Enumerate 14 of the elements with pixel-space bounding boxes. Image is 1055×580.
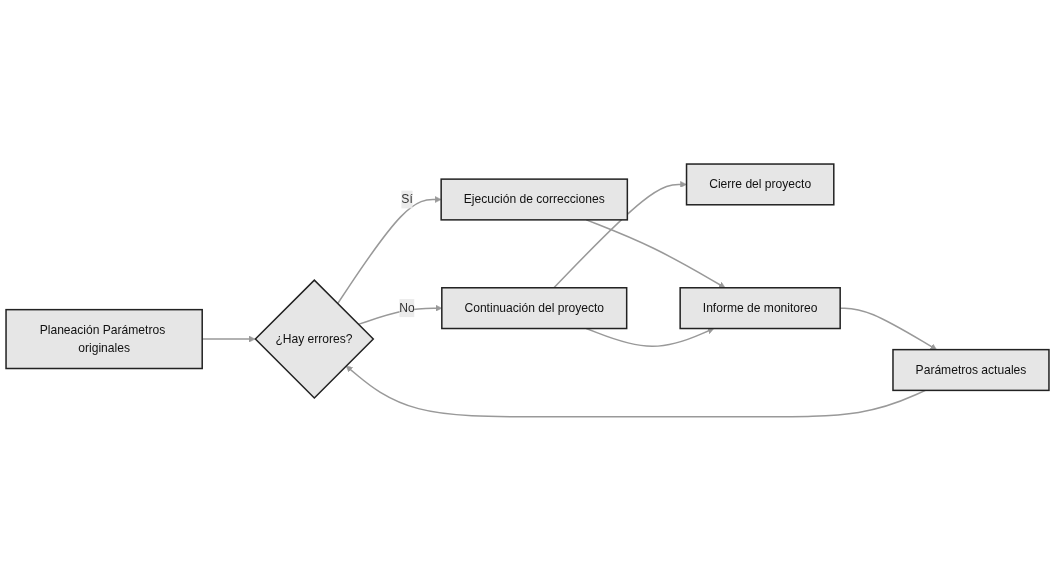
arrow bbox=[336, 195, 442, 305]
edge-label: No bbox=[399, 300, 415, 314]
node-diamond: ¿Hay errores? bbox=[254, 278, 375, 399]
edge-label: Sí bbox=[401, 192, 413, 206]
node-box: Continuación del proyecto bbox=[441, 286, 628, 329]
arrow bbox=[553, 180, 687, 289]
node-box: Informe de monitoreo bbox=[679, 286, 841, 329]
node-box: Ejecución de correcciones bbox=[440, 177, 629, 221]
node-box: Cierre del proyecto bbox=[685, 162, 835, 206]
node-box: Parámetros actuales bbox=[892, 348, 1050, 391]
arrow bbox=[585, 218, 726, 288]
node-box: Planeación Parámetros originales bbox=[5, 308, 203, 369]
arrow bbox=[585, 327, 715, 347]
arrow bbox=[345, 365, 927, 418]
